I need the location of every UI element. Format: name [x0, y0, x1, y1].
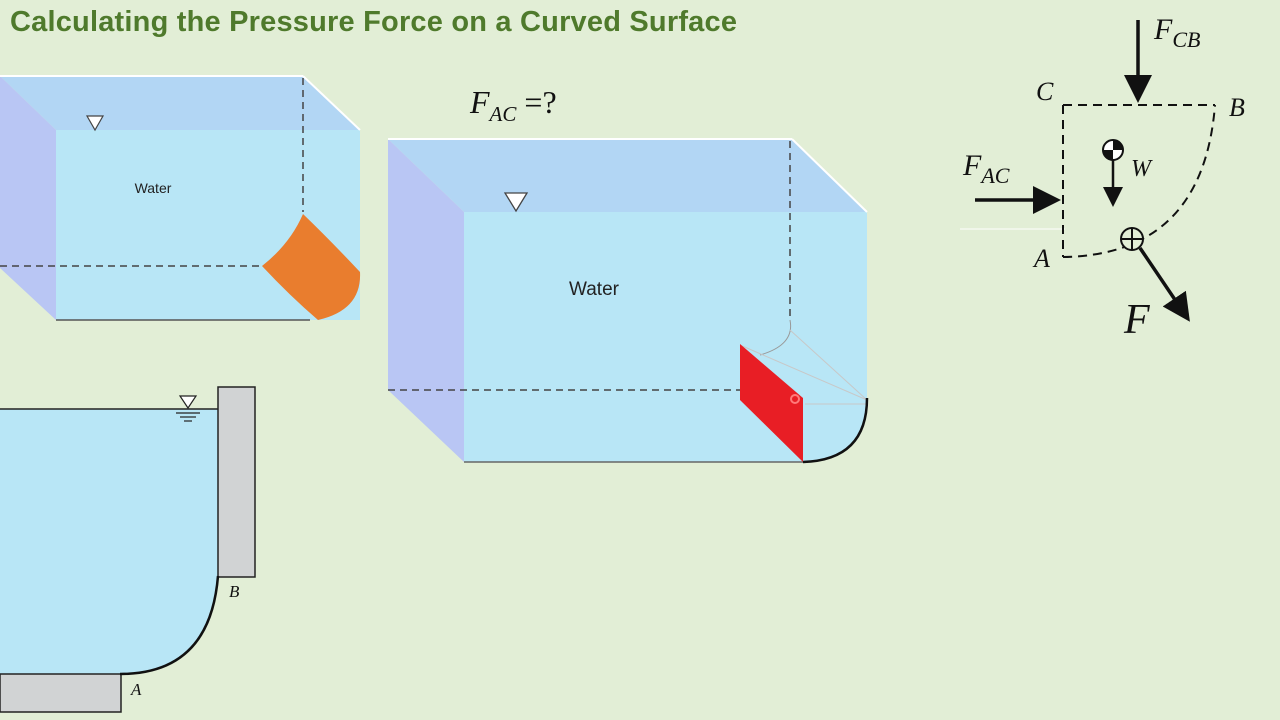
force-ac-symbol: F	[962, 149, 982, 182]
page-title: Calculating the Pressure Force on a Curv…	[10, 6, 738, 38]
fbd-label-a: A	[1032, 244, 1050, 273]
main-tank-hidden-curve	[759, 319, 792, 356]
resultant-force-arrow	[1138, 247, 1190, 322]
curved-surface-edge	[802, 397, 869, 464]
cross-section-water	[0, 409, 218, 674]
force-cb-subscript: CB	[1172, 27, 1200, 52]
main-tank-front-face	[464, 212, 867, 462]
fbd-edge-ab-curve	[1062, 104, 1216, 258]
main-tank-side-face	[388, 139, 464, 462]
pressure-center-dot	[790, 394, 800, 404]
svg-text:FAC =?: FAC =?	[469, 84, 557, 126]
point-a-label: A	[130, 680, 142, 699]
main-tank-top-face	[388, 139, 867, 212]
resultant-force-label: F	[1123, 297, 1150, 343]
bottom-wall	[0, 673, 122, 713]
center-of-gravity-icon	[1102, 139, 1124, 161]
small-tank-side-face	[0, 76, 56, 320]
vertical-projection-plane	[740, 344, 803, 462]
free-surface-marker	[85, 115, 105, 132]
svg-text:FAC: FAC	[962, 149, 1010, 188]
curved-gate-ab	[119, 575, 220, 676]
fbd-label-w: W	[1131, 156, 1153, 182]
cross-section: B A	[0, 386, 256, 713]
free-body-diagram: C B A W FCB FAC F	[960, 13, 1245, 343]
small-tank-top-face	[0, 76, 360, 130]
force-ac-subscript: AC	[979, 163, 1009, 188]
main-tank-water-label: Water	[569, 279, 620, 300]
small-tank: Water	[0, 75, 361, 321]
svg-text:FCB: FCB	[1153, 13, 1200, 52]
main-tank: Water	[388, 138, 869, 464]
vertical-wall	[217, 386, 256, 578]
free-surface-marker	[503, 192, 529, 213]
question-symbol: F	[469, 84, 490, 120]
force-cb-symbol: F	[1153, 13, 1173, 46]
curved-gate-orange	[262, 214, 361, 320]
fbd-label-c: C	[1036, 77, 1054, 106]
fbd-label-b: B	[1229, 93, 1245, 122]
crosshair-point-icon	[1120, 227, 1144, 251]
small-tank-water-label: Water	[135, 180, 172, 196]
water-level-symbol	[176, 395, 200, 422]
point-b-label: B	[229, 582, 240, 601]
question-label: FAC =?	[469, 84, 557, 126]
question-subscript: AC	[488, 102, 518, 126]
question-suffix: =?	[516, 84, 556, 120]
